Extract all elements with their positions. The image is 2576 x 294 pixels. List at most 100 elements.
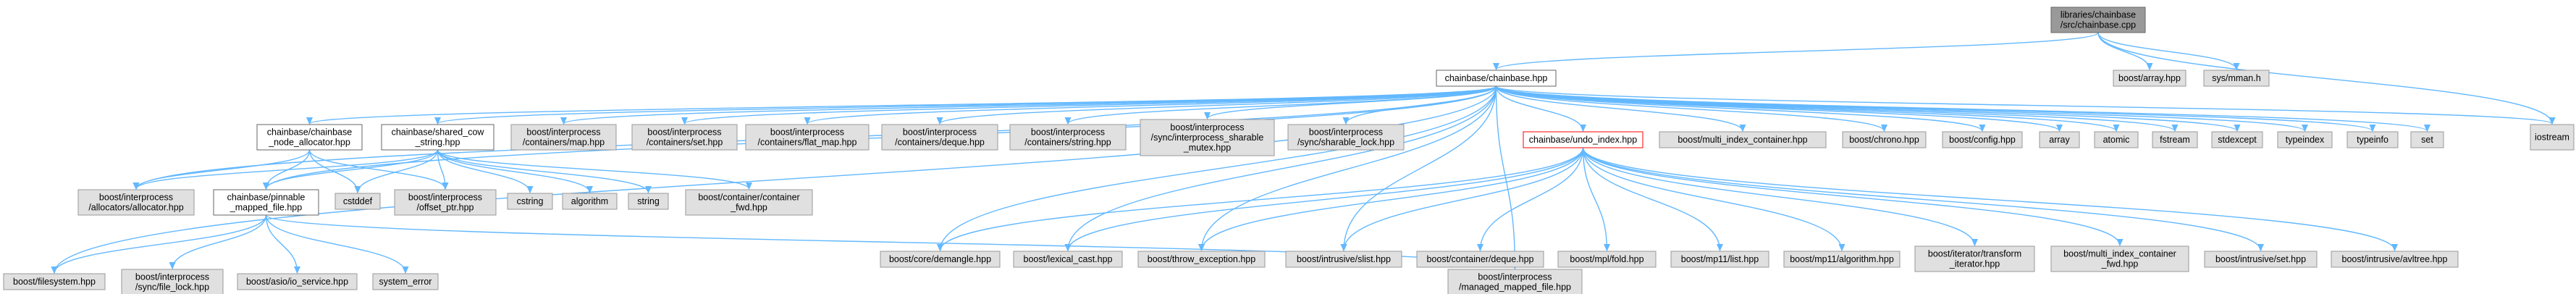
node-box <box>3 273 106 290</box>
node-cstddef[interactable]: cstddef <box>334 193 381 210</box>
node-boost-config[interactable]: boost/config.hpp <box>1942 131 2023 148</box>
node-label: boost/interprocess <box>1031 127 1105 138</box>
node-array[interactable]: array <box>2039 131 2080 148</box>
node-ip-sharable-lock[interactable]: boost/interprocess/sync/sharable_lock.hp… <box>1287 124 1405 151</box>
node-box <box>2204 251 2318 268</box>
node-label: boost/throw_exception.hpp <box>1148 254 1255 264</box>
edge-shared_cow-to-offset_ptr <box>437 149 446 189</box>
node-label: string <box>637 196 660 206</box>
node-lexical-cast[interactable]: boost/lexical_cast.hpp <box>1013 251 1123 268</box>
edge-undo_index-to-throw_exception <box>1202 147 1584 251</box>
node-throw-exception[interactable]: boost/throw_exception.hpp <box>1137 251 1266 268</box>
node-cstring[interactable]: cstring <box>507 193 553 210</box>
node-box <box>121 269 224 294</box>
node-io-service[interactable]: boost/asio/io_service.hpp <box>237 273 358 290</box>
node-label: _fwd.hpp <box>730 203 767 213</box>
node-iterator-transform[interactable]: boost/iterator/transform_iterator.hpp <box>1914 245 2035 272</box>
node-label: boost/mp11/list.hpp <box>1681 254 1759 264</box>
edge-chainbase_hpp-to-iostream <box>1495 85 2553 124</box>
node-label: boost/lexical_cast.hpp <box>1024 254 1113 264</box>
edge-chainbase_hpp-to-pinnable <box>266 85 1497 189</box>
node-multi-index-container[interactable]: boost/multi_index_container.hpp <box>1659 131 1827 148</box>
node-stdexcept[interactable]: stdexcept <box>2211 131 2263 148</box>
node-label: set <box>2421 135 2433 145</box>
edge-pinnable-to-file_lock <box>172 214 267 269</box>
node-box <box>507 193 553 210</box>
node-atomic[interactable]: atomic <box>2094 131 2139 148</box>
node-label: iostream <box>2535 133 2569 143</box>
node-system-error[interactable]: system_error <box>372 273 439 290</box>
node-ip-map[interactable]: boost/interprocess/containers/map.hpp <box>510 124 617 151</box>
node-intrusive-set[interactable]: boost/intrusive/set.hpp <box>2204 251 2318 268</box>
edge-chainbase_hpp-to-core_demangle <box>940 85 1497 251</box>
node-label: _mutex.hpp <box>1183 143 1231 153</box>
node-shared-cow[interactable]: chainbase/shared_cow_string.hpp <box>381 124 494 151</box>
node-label: /managed_mapped_file.hpp <box>1459 282 1571 293</box>
node-file-lock[interactable]: boost/interprocess/sync/file_lock.hpp <box>121 269 224 294</box>
edge-pinnable-to-io_service <box>265 214 298 273</box>
node-container-fwd[interactable]: boost/container/container_fwd.hpp <box>685 189 813 216</box>
edge-layer <box>54 32 2553 273</box>
node-filesystem[interactable]: boost/filesystem.hpp <box>3 273 106 290</box>
node-ip-sharable-mutex[interactable]: boost/interprocess/sync/interprocess_sha… <box>1140 119 1275 156</box>
node-sys-mman[interactable]: sys/mman.h <box>2203 70 2270 87</box>
node-box <box>562 193 618 210</box>
node-mpl-fold[interactable]: boost/mpl/fold.hpp <box>1557 251 1657 268</box>
edge-chainbase_hpp-to-intrusive_slist <box>1344 85 1497 251</box>
node-ip-string[interactable]: boost/interprocess/containers/string.hpp <box>1009 124 1127 151</box>
node-label: boost/intrusive/avltree.hpp <box>2342 254 2448 264</box>
edge-pinnable-to-filesystem <box>54 214 267 273</box>
edge-chainbase_hpp-to-multi_index_container <box>1495 85 1743 131</box>
node-boost-chrono[interactable]: boost/chrono.hpp <box>1842 131 1927 148</box>
node-iostream[interactable]: iostream <box>2530 124 2575 151</box>
node-label: _fwd.hpp <box>2101 259 2139 269</box>
node-ip-flat-map[interactable]: boost/interprocess/containers/flat_map.h… <box>745 124 870 151</box>
node-string[interactable]: string <box>628 193 669 210</box>
node-label: boost/array.hpp <box>2118 73 2181 83</box>
node-core-demangle[interactable]: boost/core/demangle.hpp <box>880 251 1001 268</box>
node-typeindex[interactable]: typeindex <box>2277 131 2333 148</box>
node-box <box>510 124 617 151</box>
node-label: /containers/deque.hpp <box>895 138 985 148</box>
node-boost-array[interactable]: boost/array.hpp <box>2113 70 2186 87</box>
node-pinnable[interactable]: chainbase/pinnable_mapped_file.hpp <box>213 189 319 216</box>
edge-chainbase_hpp-to-stdexcept <box>1495 85 2238 131</box>
node-label: boost/interprocess <box>647 127 721 138</box>
node-node-alloc[interactable]: chainbase/chainbase_node_allocator.hpp <box>256 124 363 151</box>
node-typeinfo[interactable]: typeinfo <box>2346 131 2399 148</box>
node-ip-set[interactable]: boost/interprocess/containers/set.hpp <box>631 124 738 151</box>
node-box <box>745 124 870 151</box>
node-label: boost/multi_index_container.hpp <box>1678 135 1807 145</box>
node-label: typeinfo <box>2357 135 2388 145</box>
edge-undo_index-to-multi_index_fwd <box>1582 147 2121 245</box>
node-box <box>2277 131 2333 148</box>
node-box <box>2410 131 2444 148</box>
edge-root-to-chainbase_hpp <box>1497 32 2099 70</box>
node-label: /allocators/allocator.hpp <box>88 203 183 213</box>
node-set[interactable]: set <box>2410 131 2444 148</box>
node-fstream[interactable]: fstream <box>2152 131 2198 148</box>
node-chainbase-hpp[interactable]: chainbase/chainbase.hpp <box>1436 70 1557 87</box>
node-label: boost/filesystem.hpp <box>13 277 96 287</box>
edge-undo_index-to-iterator_transform <box>1582 147 1975 245</box>
node-container-deque[interactable]: boost/container/deque.hpp <box>1416 251 1544 268</box>
node-label: boost/asio/io_service.hpp <box>246 277 348 287</box>
node-label: boost/chrono.hpp <box>1849 135 1919 145</box>
node-allocator-hpp[interactable]: boost/interprocess/allocators/allocator.… <box>77 189 195 216</box>
node-intrusive-avltree[interactable]: boost/intrusive/avltree.hpp <box>2331 251 2459 268</box>
node-mp11-list[interactable]: boost/mp11/list.hpp <box>1670 251 1769 268</box>
node-root[interactable]: libraries/chainbase/src/chainbase.cpp <box>2050 7 2146 33</box>
node-algorithm[interactable]: algorithm <box>562 193 618 210</box>
node-undo-index[interactable]: chainbase/undo_index.hpp <box>1523 131 1643 148</box>
node-box <box>2346 131 2399 148</box>
edge-chainbase_hpp-to-ip_map <box>564 85 1497 124</box>
node-multi-index-fwd[interactable]: boost/multi_index_container_fwd.hpp <box>2050 245 2189 272</box>
node-offset-ptr[interactable]: boost/interprocess/offset_ptr.hpp <box>394 189 497 216</box>
node-label: /sync/file_lock.hpp <box>135 282 209 293</box>
node-label: boost/intrusive/slist.hpp <box>1297 254 1391 264</box>
node-mp11-algorithm[interactable]: boost/mp11/algorithm.hpp <box>1783 251 1901 268</box>
node-ip-deque[interactable]: boost/interprocess/containers/deque.hpp <box>881 124 998 151</box>
node-intrusive-slist[interactable]: boost/intrusive/slist.hpp <box>1285 251 1402 268</box>
node-label: chainbase/pinnable <box>227 193 306 203</box>
node-managed-mapped[interactable]: boost/interprocess/managed_mapped_file.h… <box>1447 269 1583 294</box>
